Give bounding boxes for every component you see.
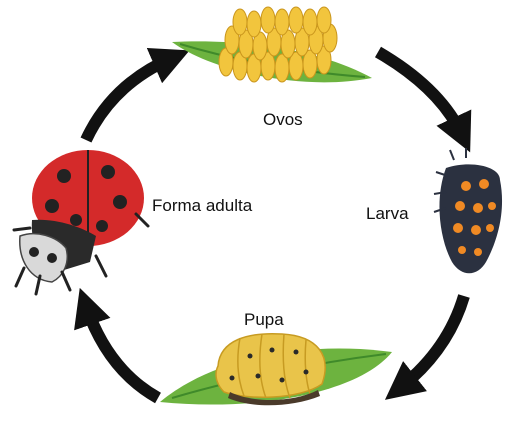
arrow-pupa-to-adult	[86, 306, 158, 398]
arrow-larva-to-pupa	[400, 296, 464, 388]
larva-illustration	[434, 148, 502, 273]
arrow-eggs-to-larva	[378, 52, 462, 135]
eggs-illustration	[172, 7, 372, 82]
eggs-stage-label: Ovos	[263, 110, 303, 130]
larva-stage-label: Larva	[366, 204, 409, 224]
pupa-stage-label: Pupa	[244, 310, 284, 330]
adult-ladybug-illustration	[14, 150, 148, 294]
pupa-illustration	[160, 334, 392, 406]
arrow-adult-to-eggs	[86, 58, 172, 140]
adult-stage-label: Forma adulta	[152, 196, 252, 216]
